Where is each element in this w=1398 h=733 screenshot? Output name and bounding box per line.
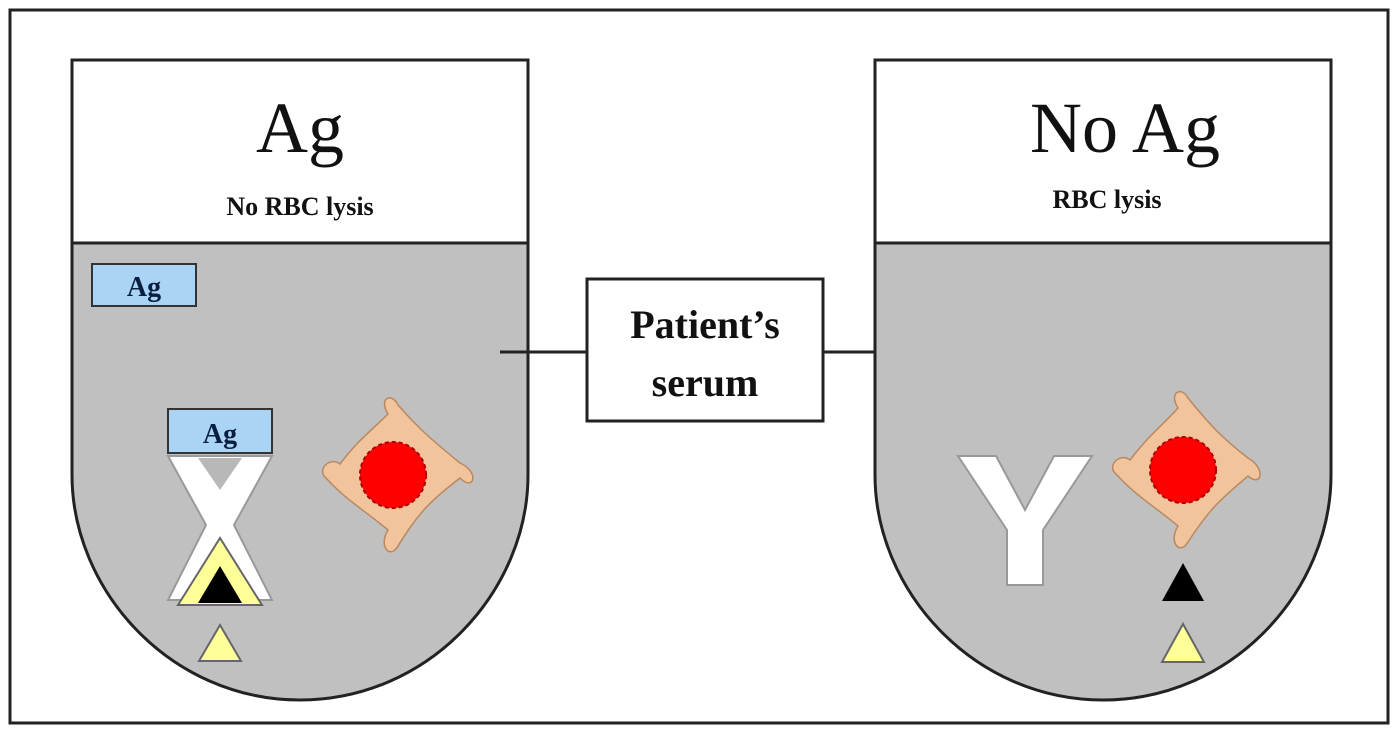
left-tube: Ag No RBC lysis Ag Ag xyxy=(72,60,528,700)
serum-box-line1: Patient’s xyxy=(630,302,780,347)
red-cell-icon xyxy=(360,442,426,508)
left-tube-subtitle: No RBC lysis xyxy=(226,192,373,221)
bound-antigen-label: Ag xyxy=(203,419,237,450)
red-cell-icon xyxy=(1150,437,1216,503)
right-tube: No Ag RBC lysis xyxy=(875,60,1331,700)
right-tube-title: No Ag xyxy=(1030,88,1220,168)
serum-box: Patient’s serum xyxy=(587,279,823,421)
antigen-label: Ag xyxy=(127,272,161,303)
serum-box-line2: serum xyxy=(652,360,759,405)
left-tube-title: Ag xyxy=(256,88,344,168)
free-antigen: Ag xyxy=(92,264,196,306)
right-tube-body xyxy=(875,243,1331,700)
right-tube-subtitle: RBC lysis xyxy=(1052,185,1161,214)
